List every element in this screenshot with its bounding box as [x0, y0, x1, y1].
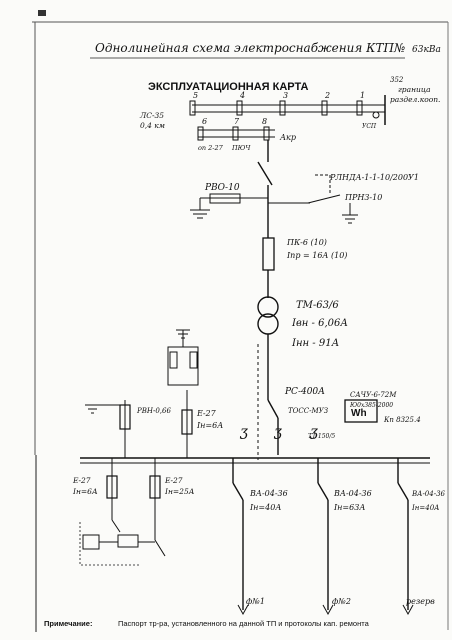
header-title: Однолинейная схема электроснабжения КТП№ [95, 41, 405, 55]
aux-switch-blade [154, 539, 166, 557]
lighting-block [167, 346, 199, 386]
transformer-current-lv: Iнн - 91А [291, 338, 339, 349]
pole-num-3: 3 [283, 91, 288, 100]
ct-symbol-2: ʒ [273, 424, 282, 440]
support-pole-3 [279, 100, 286, 116]
ground-icon-top [176, 329, 190, 339]
scan-mark [38, 10, 46, 16]
pole-num-8: 8 [262, 117, 267, 126]
ground-icon-lv [85, 404, 100, 414]
transformer-current-hv: Iвн - 6,06А [291, 318, 348, 329]
aux-fuse-b-rating: Iн=25А [164, 487, 195, 496]
energy-meter [344, 399, 378, 423]
feeder-2-label: ф№2 [332, 597, 351, 606]
hv-fuse-label: ПК-6 (10) [286, 238, 327, 247]
pole-num-1: 1 [360, 91, 365, 100]
hv-disconnector-label-2: ПРН3-10 [344, 193, 382, 202]
aux-fuse-b-label: Е-27 [164, 476, 183, 485]
feeder-3-breaker: ВА-04-36 [411, 490, 446, 498]
feeder-1-breaker: ВА-04-36 [249, 489, 288, 498]
transformer-type: ТМ-63/6 [296, 300, 339, 311]
ct-symbol-1: ʒ [239, 424, 248, 440]
feeder-1 [232, 458, 249, 616]
pole-num-4: 4 [239, 91, 245, 100]
support-label-2: ПЮЧ [231, 144, 251, 152]
feeder-2-rating: Iн=63А [333, 503, 365, 512]
hv-arrester [209, 193, 241, 204]
feeder-3-label: резерв [406, 597, 435, 606]
lv-fuse-1-label: Е-27 [196, 409, 217, 418]
boundary-label-2: раздел.кооп. [390, 95, 440, 104]
line-length: 0,4 км [140, 121, 165, 130]
overhead-line: 5 4 3 2 1 [189, 91, 386, 125]
hv-disconnector-label: РЛНДА-1-1-10/200У1 [329, 173, 419, 182]
contactor-coil [117, 534, 139, 548]
aux-fuse-a [106, 475, 118, 499]
hv-disconnector-blade [257, 161, 273, 186]
boundary-label-1: граница [398, 85, 431, 94]
pole-num-5: 5 [193, 91, 198, 100]
map-title: ЭКСПЛУАТАЦИОННАЯ КАРТА [148, 81, 309, 93]
hv-arrester-label: РВО-10 [204, 183, 240, 193]
meter-type: САЧУ-6-72М [350, 391, 397, 399]
pole-num-7: 7 [234, 117, 240, 126]
ground-icon-hv-right [342, 214, 358, 224]
ct-symbol-3: ʒ [309, 424, 318, 440]
lv-arrester-label: РВН-0,66 [136, 407, 171, 415]
support-pole-1 [356, 100, 363, 116]
hv-fuse-rating: Iпр = 16А (10) [286, 251, 347, 260]
aux-fuse-a-label: Е-27 [72, 476, 91, 485]
support-pole-5 [189, 100, 196, 116]
lv-fuse-1 [181, 409, 193, 435]
support-label: оп 2-27 [198, 144, 224, 152]
support-pole-2 [321, 100, 328, 116]
earthing-switch-blade [307, 194, 341, 204]
feeder-1-rating: Iн=40А [249, 503, 281, 512]
lv-fuse-1-rating: Iн=6А [196, 421, 223, 430]
lv-switch-blade [267, 399, 279, 419]
branch-line [197, 126, 275, 141]
feeder-3 [397, 458, 414, 616]
ground-mark: Акр [279, 133, 296, 142]
meter-serial: Кп 8325.4 [383, 416, 421, 424]
pole-num-6: 6 [202, 117, 207, 126]
line-name: ЛС-35 [139, 111, 164, 120]
aux-fuse-b [149, 475, 161, 499]
header-rating: 63кВа [412, 45, 441, 55]
lv-ct-label: ТОСС-МУЗ [288, 407, 329, 415]
meter-model: Ю0х385-2000 [349, 402, 393, 409]
aux-fuse-a-rating: Iн=6А [72, 487, 98, 496]
note-text: Паспорт тр-ра, установленного на данной … [118, 619, 370, 628]
feeder-1-label: ф№1 [246, 597, 265, 606]
lv-switch-label: РС-400А [284, 387, 325, 397]
side-mark: УСП [362, 123, 377, 130]
feeder-2 [317, 458, 334, 616]
photo-relay [82, 534, 100, 550]
hv-fuse [262, 237, 275, 271]
boundary-pole: 352 [390, 76, 404, 84]
support-pole-4 [236, 100, 243, 116]
pole-num-2: 2 [324, 91, 330, 100]
transformer-primary-winding [257, 296, 279, 318]
feeder-3-rating: Iн=40А [411, 504, 439, 512]
lv-arrester [119, 404, 131, 430]
ground-icon-hv-left [190, 209, 210, 219]
meter-symbol: Wh [351, 408, 367, 419]
note-prefix: Примечание: [44, 619, 92, 628]
lv-ct-ratio: ТТ 150/5 [308, 433, 335, 440]
feeder-2-breaker: ВА-04-36 [333, 489, 372, 498]
